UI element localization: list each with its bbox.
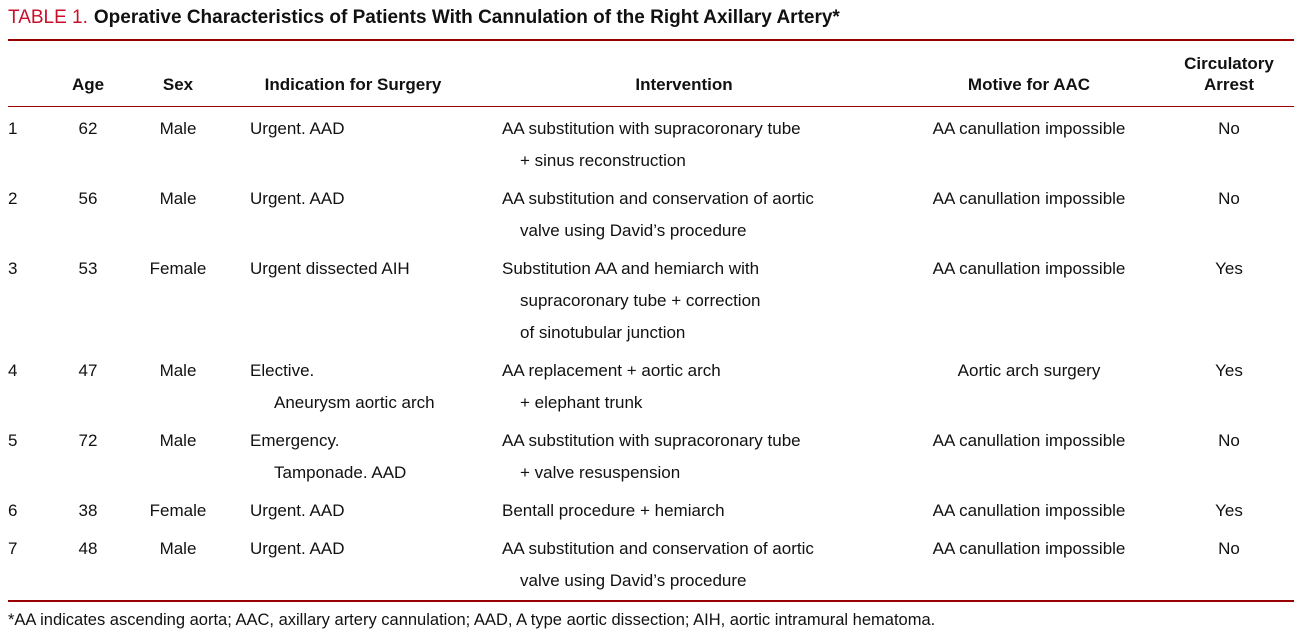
cell-indication: Elective. Aneurysm aortic arch bbox=[232, 352, 474, 422]
cell-arrest: Yes bbox=[1215, 361, 1243, 380]
cell-motive: AA canullation impossible bbox=[932, 119, 1126, 138]
cell-arrest: No bbox=[1218, 539, 1240, 558]
cell-indication-line: Elective. bbox=[250, 361, 315, 380]
cell-indication: Urgent. AAD bbox=[232, 530, 474, 600]
cell-intervention-line: + valve resuspension bbox=[520, 463, 681, 482]
table-number-label: TABLE 1. bbox=[8, 7, 88, 28]
cell-age: 56 bbox=[78, 189, 98, 208]
cell-num: 1 bbox=[8, 119, 18, 138]
cell-age: 72 bbox=[78, 431, 98, 450]
patient-row-7: 7 48 Male Urgent. AAD AA substitution and co… bbox=[8, 530, 1294, 600]
patient-row-5: 5 72 Male Emergency. Tamponade. AAD AA substi… bbox=[8, 422, 1294, 492]
cell-intervention-line: + elephant trunk bbox=[520, 393, 643, 412]
cell-intervention-line: AA replacement + aortic arch bbox=[502, 361, 721, 380]
cell-arrest: Yes bbox=[1215, 259, 1243, 278]
column-header-num bbox=[8, 41, 52, 107]
cell-arrest: No bbox=[1218, 119, 1240, 138]
cell-intervention-line: of sinotubular junction bbox=[520, 323, 686, 342]
cell-indication-line: Tamponade. AAD bbox=[274, 463, 407, 482]
cell-indication-line: Emergency. bbox=[250, 431, 340, 450]
cell-sex: Female bbox=[149, 259, 207, 278]
cell-sex: Male bbox=[159, 361, 197, 380]
table-title-text: Operative Characteristics of Patients Wi… bbox=[93, 7, 840, 28]
patient-row-3: 3 53 Female Urgent dissected AIH Substitutio… bbox=[8, 250, 1294, 352]
cell-indication: Urgent. AAD bbox=[232, 492, 474, 530]
cell-motive: AA canullation impossible bbox=[932, 501, 1126, 520]
column-header-intervention: Intervention bbox=[474, 41, 894, 107]
column-header-indication: Indication for Surgery bbox=[232, 41, 474, 107]
cell-arrest: No bbox=[1218, 431, 1240, 450]
cell-intervention: AA substitution and conservation of aort… bbox=[474, 530, 894, 600]
column-header-motive: Motive for AAC bbox=[894, 41, 1164, 107]
cell-intervention: AA replacement + aortic arch + elephant t… bbox=[474, 352, 894, 422]
cell-indication: Urgent dissected AIH bbox=[232, 250, 474, 352]
cell-sex: Male bbox=[159, 119, 197, 138]
cell-age: 48 bbox=[78, 539, 98, 558]
cell-intervention-line: AA substitution with supracoronary tube bbox=[502, 119, 801, 138]
cell-num: 7 bbox=[8, 539, 18, 558]
cell-indication-line: Urgent. AAD bbox=[250, 119, 345, 138]
cell-motive: Aortic arch surgery bbox=[957, 361, 1101, 380]
patient-row-1: 1 62 Male Urgent. AAD AA substitution with s… bbox=[8, 107, 1294, 181]
cell-indication-line: Urgent. AAD bbox=[250, 189, 345, 208]
column-header-age: Age bbox=[52, 41, 124, 107]
cell-intervention: AA substitution and conservation of aort… bbox=[474, 180, 894, 250]
cell-intervention-line: + sinus reconstruction bbox=[520, 151, 686, 170]
cell-age: 38 bbox=[78, 501, 98, 520]
cell-arrest: No bbox=[1218, 189, 1240, 208]
cell-arrest: Yes bbox=[1215, 501, 1243, 520]
cell-indication-line: Urgent. AAD bbox=[250, 539, 345, 558]
column-header-sex: Sex bbox=[124, 41, 232, 107]
cell-intervention-line: valve using David’s procedure bbox=[520, 571, 747, 590]
cell-num: 3 bbox=[8, 259, 18, 278]
cell-num: 2 bbox=[8, 189, 18, 208]
cell-intervention: Substitution AA and hemiarch with supraco… bbox=[474, 250, 894, 352]
cell-num: 6 bbox=[8, 501, 18, 520]
cell-intervention-line: AA substitution and conservation of aort… bbox=[502, 539, 814, 558]
cell-intervention: AA substitution with supracoronary tube +… bbox=[474, 107, 894, 181]
cell-intervention-line: supracoronary tube + correction bbox=[520, 291, 761, 310]
cell-num: 4 bbox=[8, 361, 18, 380]
table-footnote: *AA indicates ascending aorta; AAC, axil… bbox=[8, 600, 1294, 629]
patient-row-4: 4 47 Male Elective. Aneurysm aortic arch AA r… bbox=[8, 352, 1294, 422]
cell-motive: AA canullation impossible bbox=[932, 189, 1126, 208]
cell-age: 47 bbox=[78, 361, 98, 380]
cell-age: 53 bbox=[78, 259, 98, 278]
cell-intervention: AA substitution with supracoronary tube +… bbox=[474, 422, 894, 492]
column-header-arrest: Circulatory Arrest bbox=[1164, 41, 1294, 107]
cell-motive: AA canullation impossible bbox=[932, 431, 1126, 450]
cell-sex: Male bbox=[159, 539, 197, 558]
cell-indication-line: Urgent. AAD bbox=[250, 501, 345, 520]
cell-intervention-line: valve using David’s procedure bbox=[520, 221, 747, 240]
cell-intervention: Bentall procedure + hemiarch bbox=[474, 492, 894, 530]
cell-sex: Male bbox=[159, 431, 197, 450]
cell-age: 62 bbox=[78, 119, 98, 138]
cell-motive: AA canullation impossible bbox=[932, 259, 1126, 278]
cell-indication-line: Urgent dissected AIH bbox=[250, 259, 410, 278]
cell-indication: Emergency. Tamponade. AAD bbox=[232, 422, 474, 492]
cell-num: 5 bbox=[8, 431, 18, 450]
patient-row-2: 2 56 Male Urgent. AAD AA substitution and co… bbox=[8, 180, 1294, 250]
cell-motive: AA canullation impossible bbox=[932, 539, 1126, 558]
cell-intervention-line: AA substitution and conservation of aort… bbox=[502, 189, 814, 208]
cell-indication: Urgent. AAD bbox=[232, 107, 474, 181]
cell-sex: Female bbox=[149, 501, 207, 520]
cell-indication-line: Aneurysm aortic arch bbox=[274, 393, 435, 412]
cell-intervention-line: Substitution AA and hemiarch with bbox=[502, 259, 760, 278]
cell-indication: Urgent. AAD bbox=[232, 180, 474, 250]
table-title: TABLE 1.Operative Characteristics of Pat… bbox=[8, 0, 1294, 41]
cell-intervention-line: Bentall procedure + hemiarch bbox=[502, 501, 725, 520]
patient-row-6: 6 38 Female Urgent. AAD Bentall procedure + … bbox=[8, 492, 1294, 530]
cell-intervention-line: AA substitution with supracoronary tube bbox=[502, 431, 801, 450]
cell-sex: Male bbox=[159, 189, 197, 208]
